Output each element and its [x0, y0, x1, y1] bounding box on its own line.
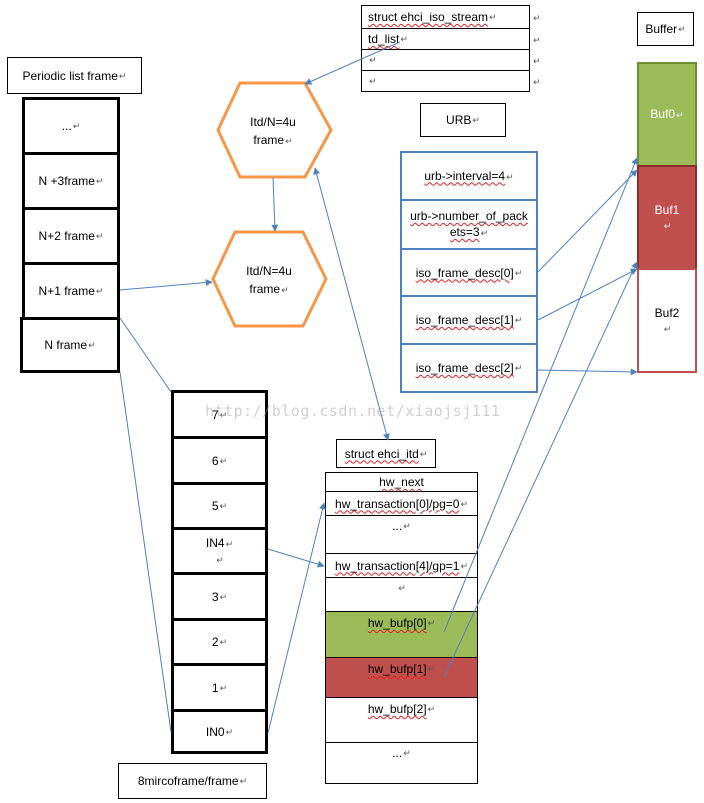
- periodic-frame-ellipsis-text: ...: [61, 119, 72, 133]
- itd-hexagon-bottom-line2: frame: [249, 282, 281, 296]
- microframe-3-text: 3: [211, 589, 219, 604]
- itd-hexagon-top-label: Itd/N=4u frame↵: [250, 115, 296, 147]
- periodic-frame-n: N frame↵: [20, 317, 120, 373]
- urb-iso-frame-desc-2-text: iso_frame_desc[2]: [415, 361, 514, 375]
- microframe-7-text: 7: [211, 407, 219, 422]
- itd-hw-bufp-0-text: hw_bufp[0]: [367, 616, 427, 630]
- arrow-desc1-to-buf1: [537, 268, 638, 321]
- microframe-in4-text: IN4: [205, 535, 225, 550]
- itd-ellipsis-2: ...↵: [325, 742, 478, 784]
- itd-hw-bufp-2-text: hw_bufp[2]: [367, 702, 427, 716]
- buf2-block: Buf2↵: [637, 268, 697, 373]
- para-mark-3: ↵: [533, 56, 541, 66]
- arrow-tdlist-to-itd: [304, 41, 401, 85]
- microframe-in0: IN0↵: [171, 709, 268, 754]
- itd-hexagon-top-line2: frame: [253, 133, 285, 147]
- arrow-itd-to-ehci-itd: [313, 167, 390, 441]
- buffer-label: Buffer↵: [637, 12, 694, 46]
- itd-hw-transaction-0-text: hw_transaction[0]/pg=0: [335, 496, 460, 511]
- periodic-frame-n1-text: N+1 frame: [38, 284, 95, 298]
- arrow-in0-to-transaction0: [267, 502, 326, 734]
- microframe-label: 8mircoframe/frame↵: [118, 763, 267, 799]
- buf1-block: Buf1↵: [637, 165, 697, 270]
- microframe-1-text: 1: [211, 680, 219, 695]
- urb-iso-frame-desc-2: iso_frame_desc[2]↵: [400, 343, 538, 393]
- urb-iso-frame-desc-0: iso_frame_desc[0]↵: [400, 248, 538, 297]
- connector-n-frame-top: [119, 317, 172, 393]
- urb-iso-frame-desc-1-text: iso_frame_desc[1]: [415, 313, 514, 327]
- arrow-itd-to-itd: [271, 177, 279, 232]
- microframe-2-text: 2: [211, 635, 219, 649]
- arrow-desc0-to-buf0: [537, 169, 638, 273]
- urb-interval-text: urb->interval=4: [424, 168, 506, 183]
- buf1-text: Buf1: [654, 202, 680, 217]
- periodic-frame-n-text: N frame: [44, 338, 88, 352]
- microframe-in0-text: IN0: [205, 724, 225, 739]
- buffer-label-text: Buffer: [645, 22, 678, 36]
- buf2-text: Buf2: [654, 305, 680, 320]
- connector-n-frame-bottom: [119, 371, 172, 733]
- iso-stream-empty-row-2: ↵: [361, 70, 530, 92]
- microframe-5-text: 5: [211, 499, 219, 513]
- itd-ellipsis-1-text: ...: [392, 519, 403, 533]
- urb-label-text: URB: [446, 113, 472, 127]
- urb-number-of-packets-text: urb->number_of_packets=3: [410, 209, 528, 239]
- itd-hexagon-top-line1: Itd/N=4u: [250, 115, 296, 129]
- buf0-block: Buf0↵: [637, 62, 697, 167]
- microframe-6-text: 6: [211, 453, 219, 468]
- watermark: http://blog.csdn.net/xiaojsj111: [205, 402, 501, 420]
- itd-hexagon-bottom-label: Itd/N=4u frame↵: [246, 264, 292, 296]
- periodic-list-frame-label: Periodic list frame↵: [7, 57, 142, 94]
- urb-interval-row: urb->interval=4↵: [400, 151, 538, 201]
- itd-hexagon-bottom: [211, 230, 328, 328]
- para-mark-1: ↵: [533, 13, 541, 23]
- microframe-label-text: 8mircoframe/frame: [137, 774, 239, 788]
- arrow-desc2-to-buf2: [537, 368, 638, 376]
- periodic-list-frame-text: Periodic list frame: [22, 68, 118, 83]
- itd-ellipsis-2-text: ...: [392, 746, 403, 760]
- itd-hw-next-text: hw_next: [379, 475, 424, 489]
- para-mark-4: ↵: [533, 77, 541, 87]
- arrow-bufp0-to-buf0: [443, 157, 638, 633]
- arrow-n1-frame-to-itd: [119, 279, 213, 291]
- iso-stream-title-text: struct ehci_iso_stream: [368, 10, 489, 24]
- itd-hw-bufp-0: hw_bufp[0]↵: [325, 611, 478, 658]
- para-mark-2: ↵: [533, 35, 541, 45]
- itd-hw-bufp-1-text: hw_bufp[1]: [367, 662, 427, 676]
- ehci-itd-label-text: struct ehci_itd: [344, 446, 419, 461]
- arrow-in4-to-transaction4: [267, 548, 325, 568]
- urb-label: URB↵: [420, 103, 506, 137]
- buf0-text: Buf0: [650, 107, 676, 121]
- periodic-frame-n2-text: N+2 frame: [38, 229, 95, 243]
- periodic-frame-n3-text: N +3frame: [38, 174, 95, 188]
- itd-hexagon-bottom-line1: Itd/N=4u: [246, 264, 292, 278]
- urb-iso-frame-desc-0-text: iso_frame_desc[0]: [415, 265, 514, 280]
- iso-stream-td-list-text: td_list: [368, 32, 400, 46]
- itd-hw-transaction-4-text: hw_transaction[4]/gp=1: [335, 558, 460, 573]
- arrow-bufp1-to-buf1: [443, 261, 638, 678]
